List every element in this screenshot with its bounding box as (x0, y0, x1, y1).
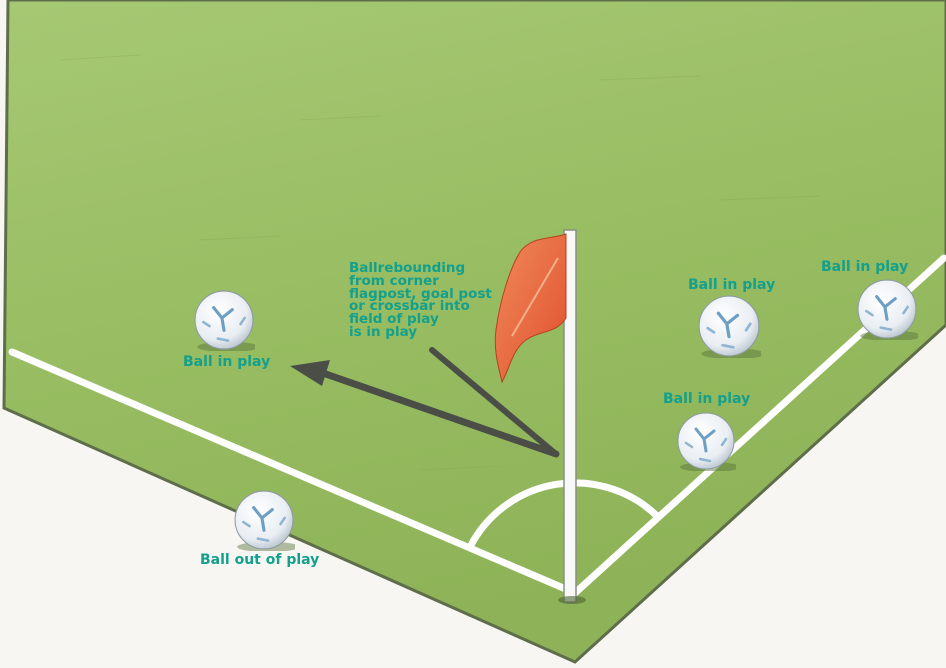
ball-in-play-label-lower-right: Ball in play (663, 392, 750, 406)
ball-out-of-play-label: Ball out of play (200, 553, 319, 567)
rebound-note: Ballrebounding from corner flagpost, goa… (349, 262, 492, 339)
ball-in-play-label-far-right: Ball in play (821, 260, 908, 274)
ball-in-play-label-upper-right: Ball in play (688, 278, 775, 292)
rebound-note-line-6: is in play (349, 326, 492, 339)
ball-in-play-label-left: Ball in play (183, 355, 270, 369)
